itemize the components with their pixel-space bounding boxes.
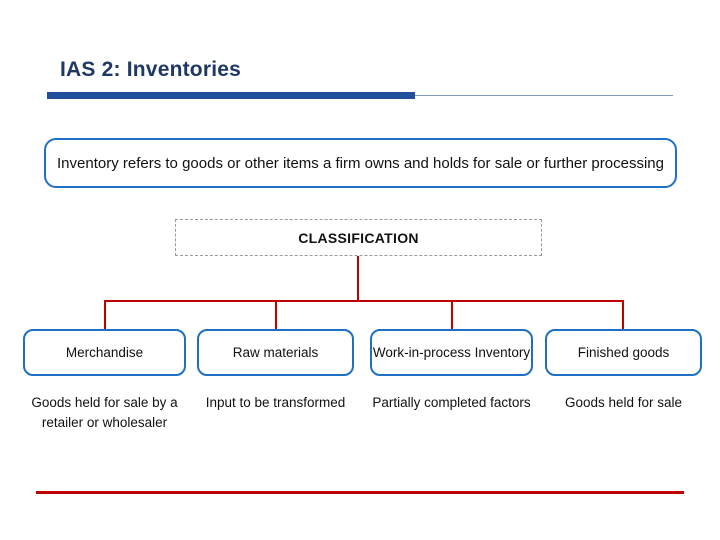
connector-stem bbox=[357, 256, 359, 302]
definition-box: Inventory refers to goods or other items… bbox=[44, 138, 677, 188]
category-label: Work-in-process Inventory bbox=[372, 345, 531, 360]
title-rule-thick bbox=[47, 92, 415, 99]
connector-branch-2 bbox=[275, 300, 277, 329]
classification-label: CLASSIFICATION bbox=[298, 229, 419, 246]
category-box-raw-materials: Raw materials bbox=[197, 329, 354, 376]
category-label: Finished goods bbox=[577, 345, 670, 360]
definition-text: Inventory refers to goods or other items… bbox=[57, 154, 664, 172]
category-box-finished-goods: Finished goods bbox=[545, 329, 702, 376]
category-description-raw-materials: Input to be transformed bbox=[205, 395, 346, 410]
connector-bus bbox=[104, 300, 623, 302]
bottom-rule bbox=[36, 491, 684, 494]
connector-branch-1 bbox=[104, 300, 106, 329]
classification-box: CLASSIFICATION bbox=[175, 219, 542, 256]
category-label: Raw materials bbox=[232, 345, 319, 360]
connector-branch-3 bbox=[451, 300, 453, 329]
category-label: Merchandise bbox=[65, 345, 144, 360]
category-box-work-in-process: Work-in-process Inventory bbox=[370, 329, 533, 376]
page-title: IAS 2: Inventories bbox=[60, 58, 241, 81]
category-description-work-in-process: Partially completed factors bbox=[372, 395, 531, 410]
category-description-merchandise: Goods held for sale by a retailer or who… bbox=[31, 395, 178, 430]
category-description-finished-goods: Goods held for sale bbox=[564, 395, 683, 410]
connector-branch-4 bbox=[622, 300, 624, 329]
category-box-merchandise: Merchandise bbox=[23, 329, 186, 376]
